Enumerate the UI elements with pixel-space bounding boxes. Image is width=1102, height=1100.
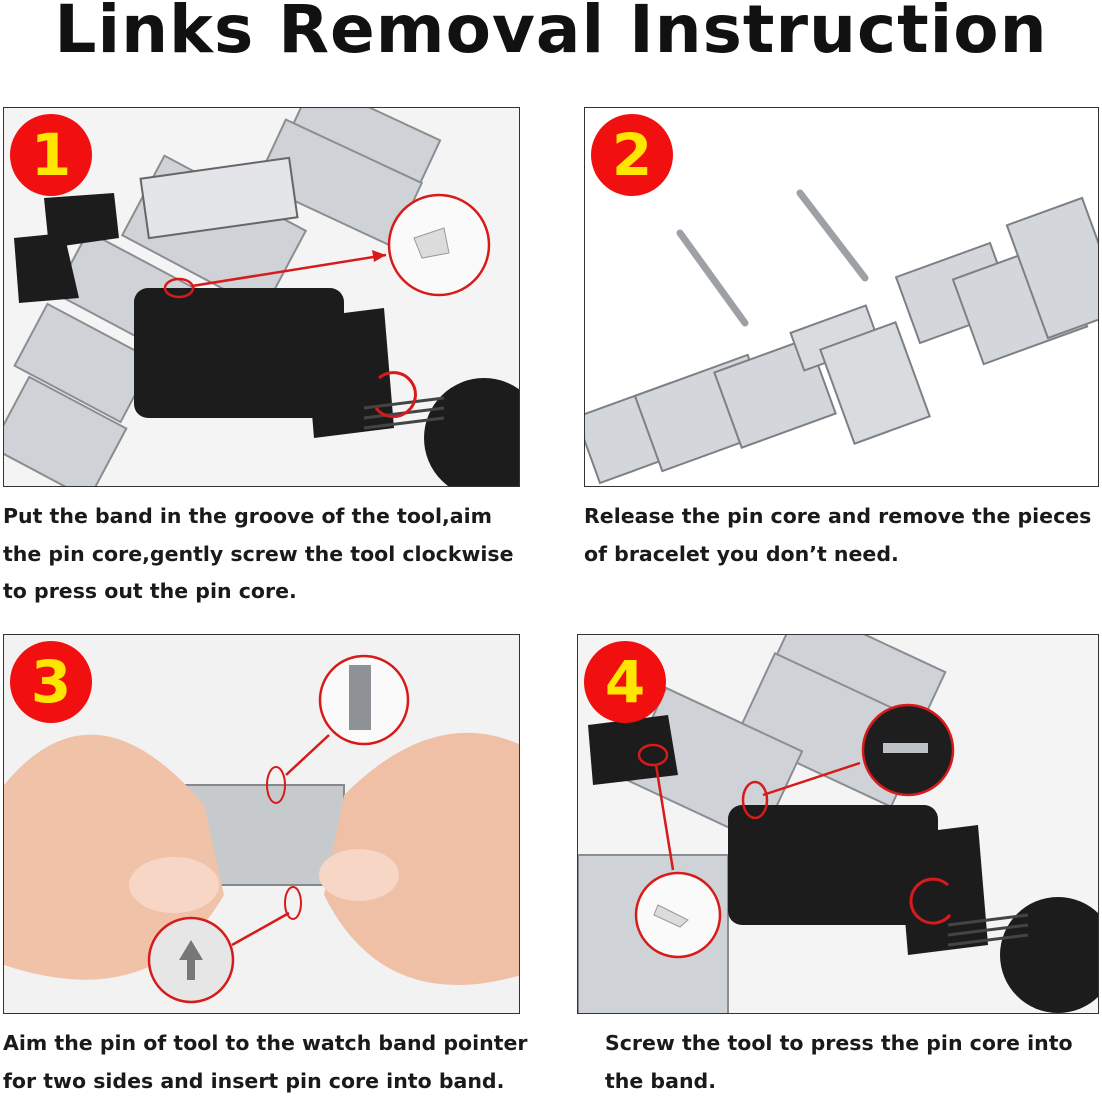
- step-4-illustration: [578, 635, 1098, 1013]
- step-2-badge: 2: [591, 114, 673, 196]
- step-4-panel: 4: [577, 634, 1099, 1014]
- step-3-panel: 3: [3, 634, 520, 1014]
- step-1-badge: 1: [10, 114, 92, 196]
- step-1-illustration: [4, 108, 519, 486]
- step-2-illustration: [585, 108, 1098, 486]
- step-1-caption: Put the band in the groove of the tool,a…: [3, 504, 514, 603]
- step-1-panel: 1: [3, 107, 520, 487]
- step-4-badge: 4: [584, 641, 666, 723]
- step-2-caption: Release the pin core and remove the piec…: [584, 504, 1092, 566]
- page-title: Links Removal Instruction: [54, 0, 1048, 68]
- step-3-badge: 3: [10, 641, 92, 723]
- step-3-caption: Aim the pin of tool to the watch band po…: [3, 1031, 528, 1093]
- step-3-illustration: [4, 635, 519, 1013]
- step-2-panel: 2: [584, 107, 1099, 487]
- step-4-caption: Screw the tool to press the pin core int…: [605, 1031, 1073, 1093]
